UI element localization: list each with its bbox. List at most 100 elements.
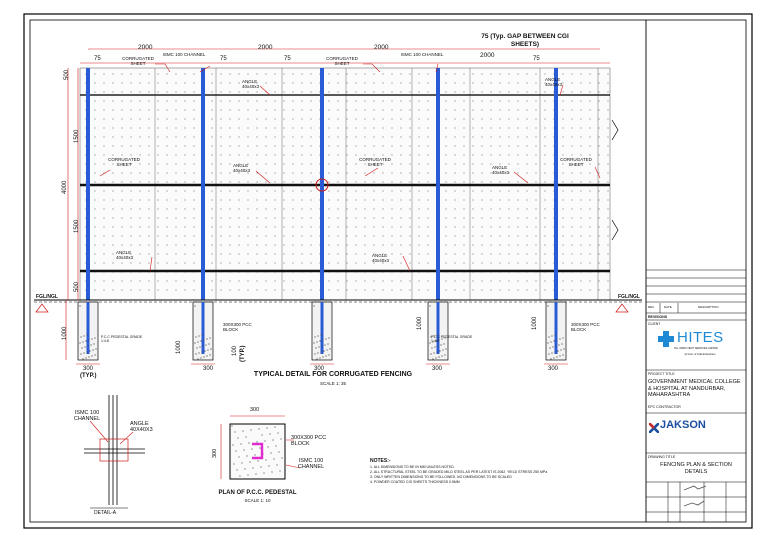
label-angle-1: ANGLE 40x40x3 — [242, 79, 260, 89]
rev-header-date: DATE — [664, 305, 672, 309]
pcc-footing — [426, 301, 450, 365]
ismc-channel — [86, 68, 90, 300]
dim-width-2: 2000 — [258, 44, 273, 51]
dim-gap-3: 75 — [284, 56, 291, 62]
notes-list: 1. ALL DIMENSIONS TO BE IN MM UNLESS NOT… — [370, 465, 640, 485]
label-angle-4: ANGLE 40x40x3 — [492, 165, 510, 175]
pcc-footing — [191, 301, 215, 365]
footing-dim-100-2: 1000 — [176, 340, 182, 354]
footing-dim-100-3: 1000 — [417, 316, 423, 330]
client-sub: HLL INFRA TECH SERVICES LIMITED — [674, 347, 718, 350]
dim-gap-2: 75 — [220, 56, 227, 62]
note-item: 4. POWDER COATED CGI SHEETS THICKNESS 0.… — [370, 480, 460, 484]
gap-note: 75 (Typ. GAP BETWEEN CGI SHEETS) — [481, 33, 569, 48]
label-angle-5: ANGLE 40x40x3 — [116, 250, 134, 260]
label-angle-6: ANGLE 40x40x3 — [372, 253, 390, 263]
outer-border — [23, 13, 753, 529]
detail-a-ismc: ISMC 100 CHANNEL — [73, 410, 101, 422]
label-angle-2: ANGLE 40x40x3 — [545, 77, 563, 87]
label-corrugated-5: CORRUGATED SHEET — [560, 157, 592, 167]
pcc-pedestal-plan — [220, 415, 301, 480]
ismc-channels — [86, 68, 558, 300]
dim-v-1500-a: 1500 — [74, 129, 80, 143]
plan-dim-w: 300 — [250, 407, 260, 413]
inner-border — [29, 19, 747, 523]
dim-v-500-bottom: 500 — [74, 281, 80, 292]
project-label: PROJECT TITLE — [648, 372, 675, 376]
ismc-channel — [320, 68, 324, 300]
footing-dim-2: 300 — [203, 366, 214, 372]
footing-dim-5: 300 — [548, 366, 559, 372]
dim-width-1: 2000 — [138, 44, 153, 51]
pcc-footing — [544, 301, 568, 365]
label-corrugated-2: CORRUGATED SHEET — [326, 56, 358, 66]
epc-label: EPC CONTRACTOR — [648, 405, 681, 409]
label-corrugated-4: CORRUGATED SHEET — [359, 157, 391, 167]
plan-title: PLAN OF P.C.C. PEDESTAL — [218, 490, 297, 496]
plan-ismc-label: ISMC 100 CHANNEL — [297, 458, 325, 470]
dim-v-1000: 1000 — [62, 326, 68, 340]
title-block-grid — [646, 269, 746, 522]
main-scale: SCALE 1: 35 — [319, 381, 346, 386]
footing-dim-100-1: 100 — [232, 345, 238, 356]
leaders — [99, 63, 601, 272]
label-angle-3: ANGLE 40x40x3 — [233, 163, 251, 173]
plan-dim-h: 300 — [212, 448, 218, 458]
corrugated-sheet-pattern — [85, 73, 609, 291]
top-dimensions — [80, 48, 610, 64]
label-pcc-block-1: 300X300 PCC BLOCK — [223, 322, 252, 332]
fence-elevation — [79, 67, 619, 301]
footing-dim-1: 300 — [83, 366, 94, 372]
detail-a-title: DETAIL-A — [94, 510, 117, 516]
drawing-title-label: DRAWING TITLE — [648, 455, 676, 459]
dim-gap-4: 75 — [533, 56, 540, 62]
dim-v-1500-b: 1500 — [74, 219, 80, 233]
ismc-channel — [554, 68, 558, 300]
label-corrugated-3: CORRUGATED SHEET — [108, 157, 140, 167]
drawing-title: FENCING PLAN & SECTION DETAILS — [660, 462, 732, 475]
typ-label-2: (TYP.) — [240, 345, 246, 362]
dim-v-4000: 4000 — [62, 180, 68, 194]
label-pcc-block-2: 300X300 PCC BLOCK — [571, 322, 600, 332]
plan-pcc-label: 300X300 PCC BLOCK — [291, 435, 327, 447]
ground-line — [34, 299, 642, 313]
dim-v-500-top: 500 — [64, 69, 70, 80]
project-title: GOVERNMENT MEDICAL COLLEGE & HOSPITAL AT… — [648, 379, 741, 398]
left-dimensions — [65, 68, 79, 360]
notes-title: NOTES:- — [370, 458, 391, 464]
detail-a-drawing — [84, 395, 145, 509]
fgl-left: FGL/NGL — [36, 294, 58, 300]
pcc-footings — [76, 301, 568, 365]
title-block: REV DATE DESCRIPTION REVISIONS CLIENT HI… — [646, 20, 746, 522]
pcc-footing — [76, 301, 100, 365]
client-label: CLIENT — [648, 322, 661, 326]
rev-header-desc: DESCRIPTION — [698, 305, 719, 309]
epc-name: JAKSON — [660, 419, 706, 431]
detail-a-angle: ANGLE 40X40X3 — [130, 421, 153, 433]
plan-scale: SCALE 1: 10 — [244, 498, 271, 503]
client-name: HITES — [677, 329, 724, 346]
ismc-channel — [436, 68, 440, 300]
revisions-label: REVISIONS — [648, 315, 668, 319]
pcc-footing — [310, 301, 334, 365]
label-pcc-pedestal-2: P.C.C PEDESTAL GRADE 1:4:8 — [431, 335, 473, 343]
typ-label-1: (TYP.) — [80, 373, 97, 379]
hites-logo-icon — [658, 331, 674, 347]
main-title: TYPICAL DETAIL FOR CORRUGATED FENCING — [253, 371, 413, 378]
label-ismc-1: ISMC 100 CHANNEL — [162, 52, 206, 57]
label-pcc-pedestal-1: P.C.C PEDESTAL GRADE 1:4:8 — [101, 335, 143, 343]
note-item: 3. ONLY WRITTEN DIMENSIONS TO BE FOLLOWE… — [370, 475, 512, 479]
note-item: 2. ALL STRUCTURAL STEEL TO BE GRADED MIL… — [370, 470, 548, 474]
label-corrugated-1: CORRUGATED SHEET — [122, 56, 154, 66]
label-ismc-2: ISMC 100 CHANNEL — [400, 52, 444, 57]
footing-dim-100-4: 1000 — [532, 316, 538, 330]
dim-gap-1: 75 — [94, 56, 101, 62]
client-address: (A Govt. of India Enterprise) — [684, 353, 716, 356]
jakson-logo-icon — [648, 420, 660, 434]
note-item: 1. ALL DIMENSIONS TO BE IN MM UNLESS NOT… — [370, 465, 455, 469]
footing-dim-4: 300 — [432, 366, 443, 372]
detail-a-marker — [315, 178, 329, 192]
dim-width-4: 2000 — [480, 52, 495, 59]
fgl-right: FGL/NGL — [618, 294, 640, 300]
